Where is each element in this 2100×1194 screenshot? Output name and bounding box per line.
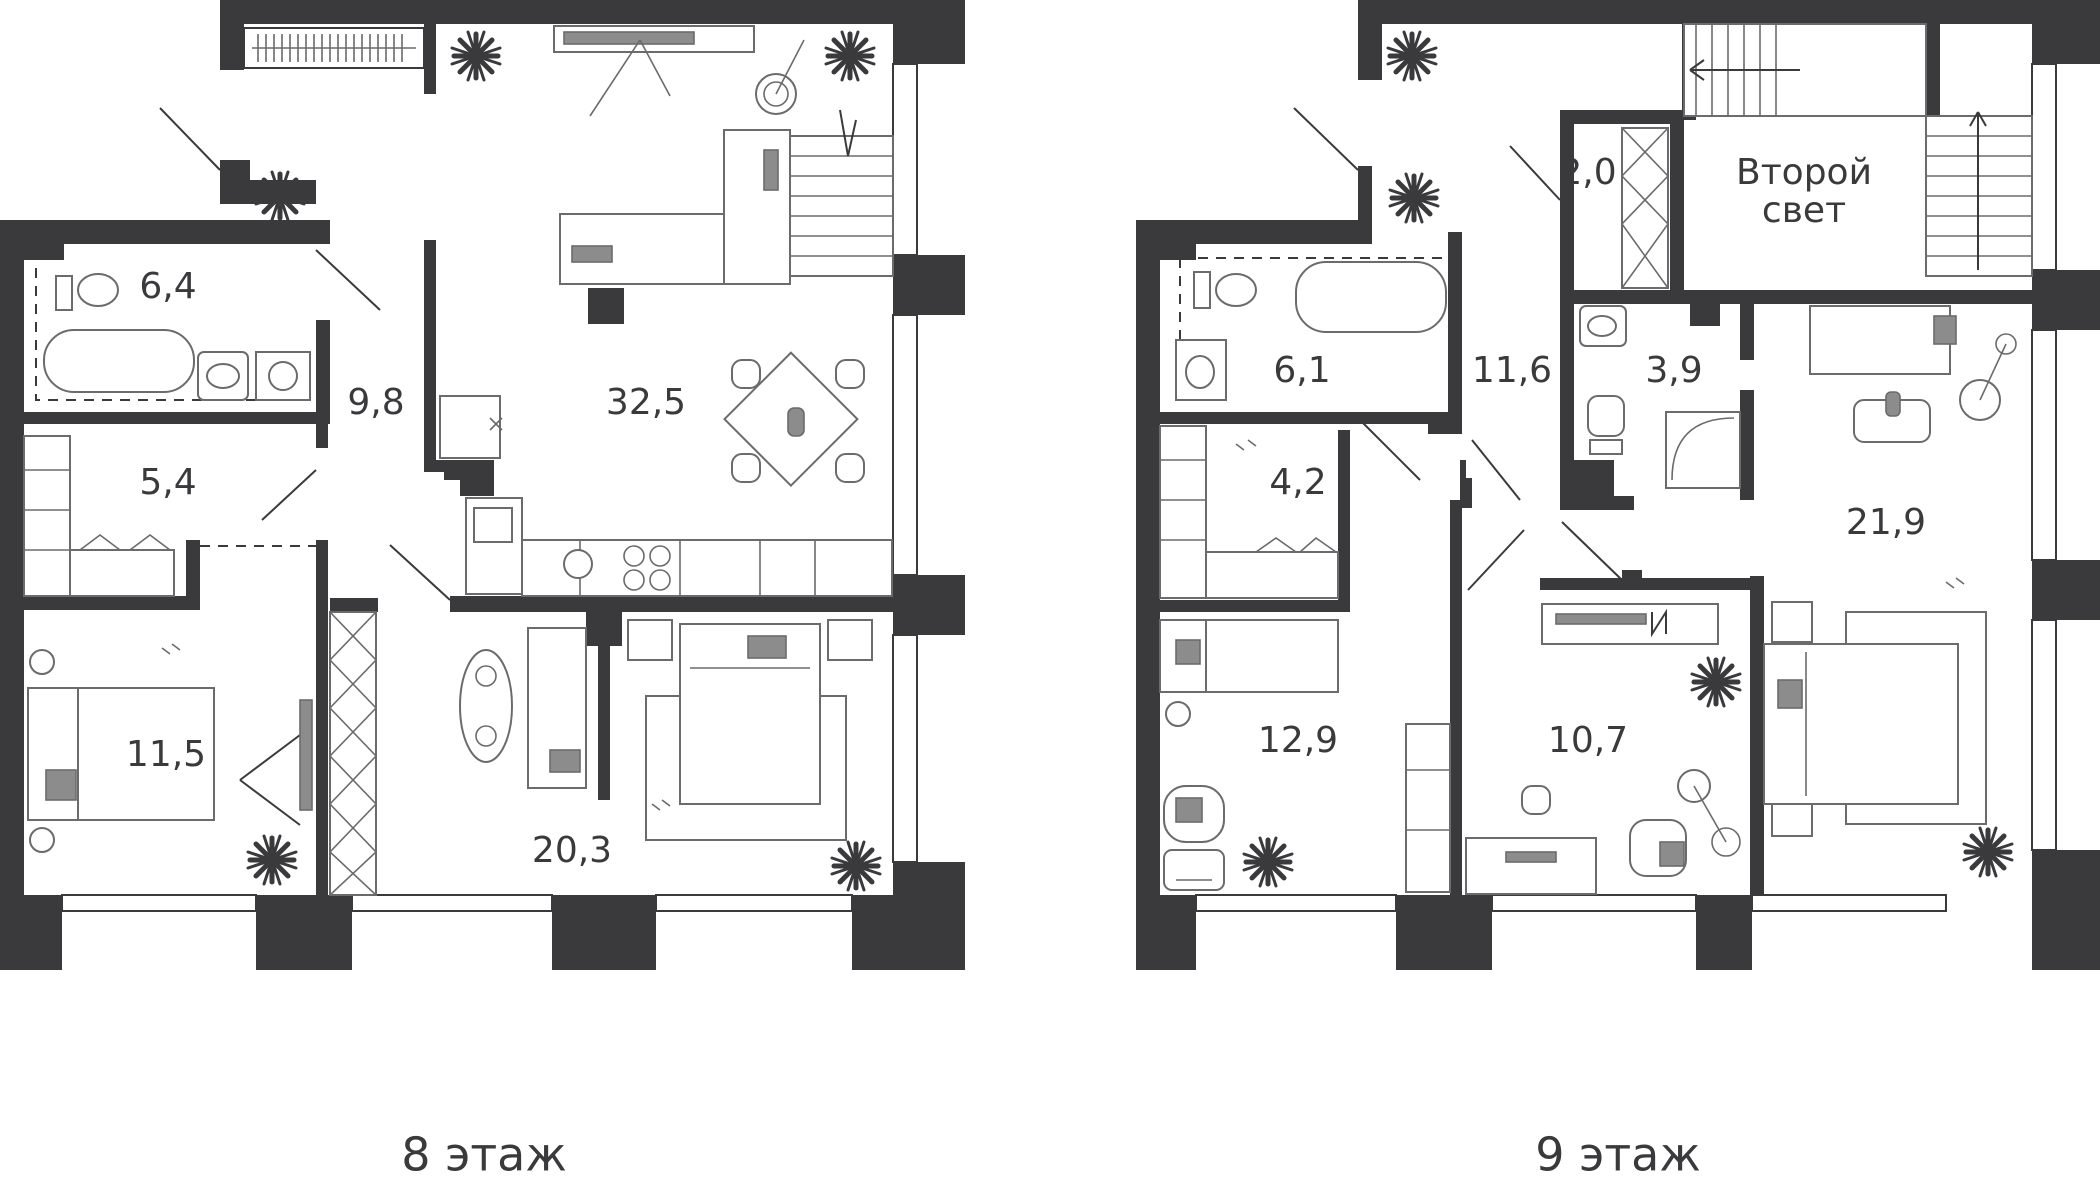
bedroom-fixtures (27, 643, 296, 884)
floor-9-doors (1293, 107, 1623, 591)
study-fixtures (1465, 603, 1740, 895)
area-wardrobe-8: 5,4 (139, 462, 196, 503)
area-bathroom-8: 6,4 (139, 266, 196, 307)
floor-8-plan: 6,4 9,8 32,5 5,4 11,5 20,3 8 этаж (0, 0, 965, 1182)
bathroom-fixtures (24, 244, 316, 401)
floor-label-8: 8 этаж (401, 1128, 567, 1182)
area-double-height-line2: свет (1762, 190, 1846, 231)
area-bathroom-9: 6,1 (1273, 350, 1330, 391)
area-study-9: 10,7 (1548, 720, 1628, 761)
floor-label-9: 9 этаж (1535, 1128, 1701, 1182)
area-master-bedroom-8: 20,3 (532, 830, 612, 871)
floor-9-plan: 6,1 11,6 2,0 Второй свет 3,9 4,2 21,9 12… (1136, 0, 2100, 1182)
master-bedroom-fixtures (459, 619, 873, 841)
area-kitchen-living-8: 32,5 (606, 382, 686, 423)
bathroom-2-fixtures (1579, 305, 1741, 489)
area-bedroom-8: 11,5 (126, 734, 206, 775)
floor-8-windows (61, 27, 918, 912)
area-storage-9: 2,0 (1559, 152, 1616, 193)
area-hall-8: 9,8 (347, 382, 404, 423)
bathroom-9-fixtures (1160, 244, 1450, 401)
area-double-height-line1: Второй (1736, 152, 1872, 193)
hall-cabinet (328, 611, 378, 896)
master-bedroom-9-fixtures (1763, 305, 2017, 876)
area-wardrobe-9: 4,2 (1269, 462, 1326, 503)
floor-9-windows (1195, 63, 2057, 912)
area-bathroom-2-9: 3,9 (1645, 350, 1702, 391)
wardrobe-9-fixtures (1159, 425, 1339, 599)
stairs-9 (1620, 23, 2033, 289)
floor-9-walls (1136, 0, 2100, 970)
living-fixtures (439, 25, 894, 597)
floor-8-doors (159, 107, 451, 826)
kids-room-fixtures (1159, 619, 1451, 893)
area-master-bedroom-9: 21,9 (1846, 502, 1926, 543)
floor-8-walls (0, 0, 965, 970)
area-hall-9: 11,6 (1472, 350, 1552, 391)
area-kids-room-9: 12,9 (1258, 720, 1338, 761)
wardrobe-fixtures (23, 435, 175, 597)
